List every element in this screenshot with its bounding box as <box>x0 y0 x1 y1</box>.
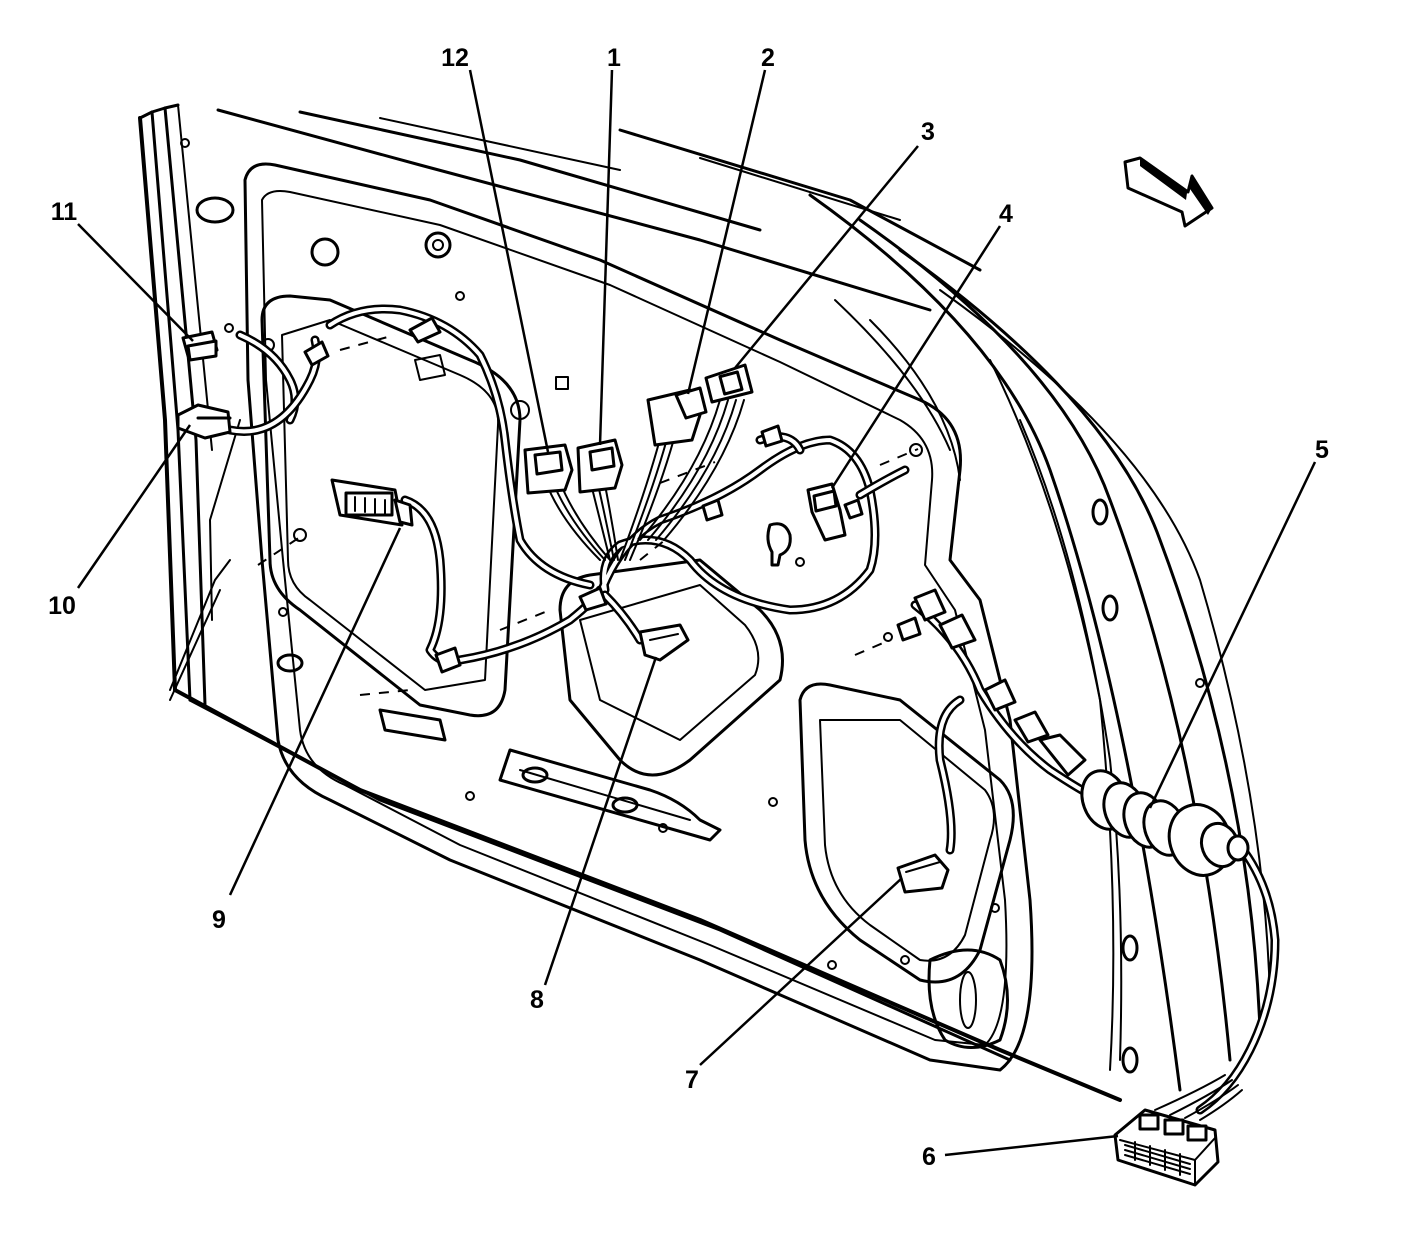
callout-12: 12 <box>441 44 469 72</box>
callout-10: 10 <box>48 592 76 620</box>
callout-1: 1 <box>607 44 621 72</box>
callout-8: 8 <box>530 986 544 1014</box>
connector-7 <box>896 853 950 894</box>
callout-labels: 12 1 2 3 4 5 6 7 8 9 10 11 <box>48 44 1329 1171</box>
inner-door-panel <box>169 162 1034 1072</box>
callout-11: 11 <box>51 198 78 226</box>
harness-leads <box>544 399 1243 1121</box>
callout-9: 9 <box>212 906 226 934</box>
harness-grommet <box>913 588 1250 877</box>
forward-arrow-icon <box>1123 156 1214 228</box>
connector-10 <box>176 403 232 440</box>
leader-lines <box>76 69 1317 1157</box>
callout-2: 2 <box>761 44 775 72</box>
connector-8 <box>638 623 690 662</box>
callout-6: 6 <box>922 1143 936 1171</box>
wiring-harness <box>225 304 1280 1115</box>
callout-4: 4 <box>999 200 1013 228</box>
callout-3: 3 <box>921 118 935 146</box>
door-frame <box>138 103 1271 1102</box>
callout-7: 7 <box>685 1066 699 1094</box>
connectors <box>176 316 1220 1187</box>
attachment-lines <box>257 334 919 696</box>
callout-5: 5 <box>1315 436 1329 464</box>
panel-holes <box>180 138 1205 1074</box>
